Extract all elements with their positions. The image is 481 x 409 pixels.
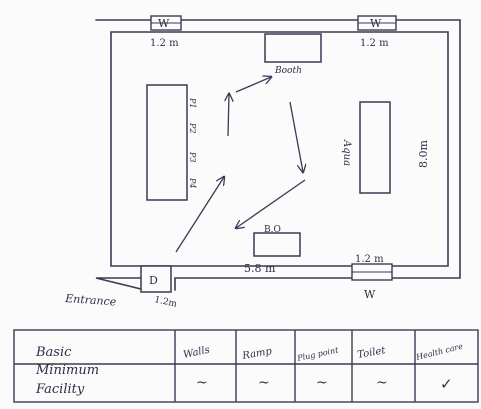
arrow-entrance-to-bench bbox=[175, 177, 224, 253]
width-dimension: 8.0m bbox=[417, 140, 430, 168]
arrow-up-bench bbox=[228, 94, 229, 137]
window-width-top-right: 1.2 m bbox=[360, 38, 389, 49]
bottom-box bbox=[253, 232, 301, 257]
mark-walls: ~ bbox=[196, 375, 208, 391]
window-letter-bottom: W bbox=[364, 288, 376, 301]
row-header-line-2: Minimum bbox=[35, 363, 99, 378]
bench-label-p4: P4 bbox=[188, 177, 197, 188]
arrow-down-right bbox=[289, 101, 303, 172]
mark-plug-point: ~ bbox=[316, 375, 328, 391]
mark-ramp: ~ bbox=[258, 375, 270, 391]
bench-label-p3: P3 bbox=[188, 151, 197, 162]
arrow-to-top-box bbox=[235, 77, 271, 93]
window-letter-top-right: W bbox=[370, 17, 382, 30]
top-box bbox=[264, 33, 322, 63]
bench-label-p2: P2 bbox=[188, 122, 197, 133]
row-header-line-3: Facility bbox=[35, 382, 85, 397]
mark-health-care: ✓ bbox=[440, 375, 453, 393]
door bbox=[140, 265, 172, 293]
facility-table bbox=[13, 329, 479, 403]
door-width: 1.2m bbox=[153, 295, 178, 310]
window-letter-top-left: W bbox=[158, 17, 170, 30]
window-width-bottom: 1.2 m bbox=[355, 254, 384, 265]
door-letter: D bbox=[149, 274, 158, 287]
arrow-to-bottom-box bbox=[236, 179, 306, 228]
right-box bbox=[359, 101, 391, 194]
length-dimension: 5.8 m bbox=[244, 262, 276, 275]
inner-wall bbox=[110, 31, 449, 267]
right-box-label: Aqua bbox=[341, 139, 352, 166]
top-box-label: Booth bbox=[274, 66, 302, 76]
bottom-box-label: B.O bbox=[264, 225, 281, 235]
left-bench bbox=[146, 84, 188, 201]
column-header-toilet: Toilet bbox=[357, 345, 388, 361]
mark-toilet: ~ bbox=[376, 375, 388, 391]
column-header-ramp: Ramp bbox=[241, 346, 274, 362]
window-width-top-left: 1.2 m bbox=[150, 38, 179, 49]
row-header-line-1: Basic bbox=[35, 345, 72, 360]
bench-label-p1: P1 bbox=[188, 97, 197, 108]
column-header-walls: Walls bbox=[182, 345, 211, 361]
entrance-label: Entrance bbox=[64, 292, 117, 309]
